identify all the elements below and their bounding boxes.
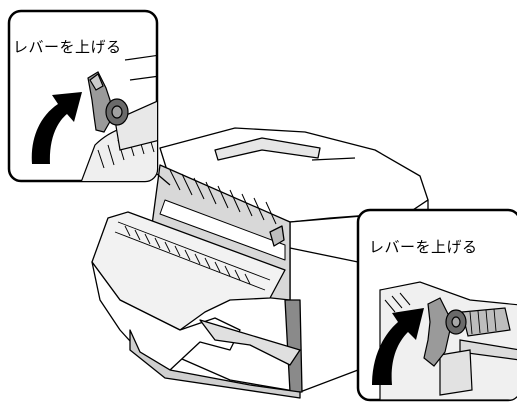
callout-right-label: レバーを上げる — [369, 236, 478, 257]
callout-left-label: レバーを上げる — [13, 36, 122, 57]
